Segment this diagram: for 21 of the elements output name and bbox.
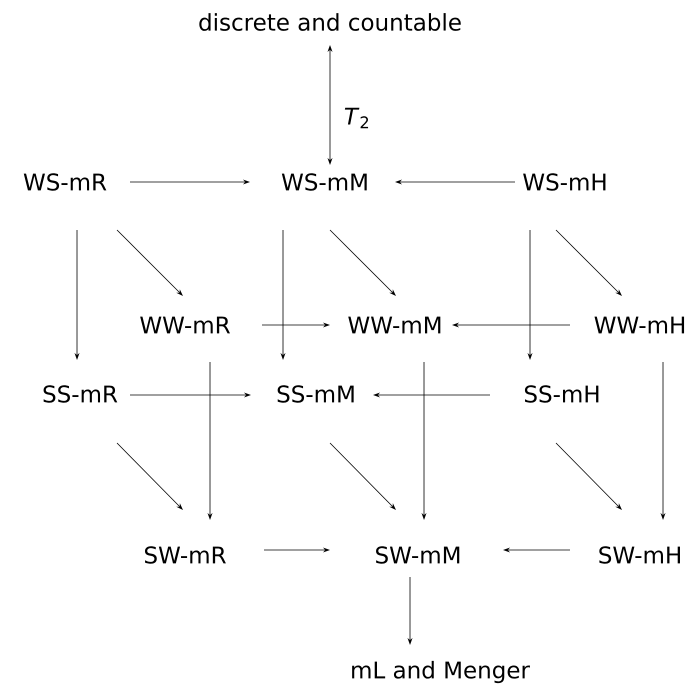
- node-label: WS-mR: [24, 173, 106, 191]
- node-label: WW-mR: [140, 316, 230, 334]
- node-label: SS-mH: [524, 385, 598, 403]
- node-label: WW-mH: [594, 316, 684, 334]
- edge-label: T$_{2}$: [342, 106, 372, 130]
- node-label: SS-mR: [44, 385, 118, 403]
- arrow: [116, 442, 183, 510]
- node-label: SW-mH: [599, 546, 680, 564]
- arrow: [556, 230, 622, 296]
- arrow: [330, 442, 396, 510]
- node-label: WS-mH: [523, 173, 606, 191]
- arrow: [556, 442, 622, 510]
- arrow: [116, 230, 183, 296]
- node-label: mL and Menger: [352, 660, 530, 684]
- node-label: discrete and countable: [199, 13, 461, 31]
- arrow: [330, 230, 396, 296]
- node-label: WW-mM: [348, 316, 440, 334]
- node-label: SW-mR: [144, 546, 226, 564]
- node-label: SW-mM: [376, 546, 460, 564]
- node-label: WS-mM: [282, 173, 367, 191]
- node-label: SS-mM: [278, 385, 354, 403]
